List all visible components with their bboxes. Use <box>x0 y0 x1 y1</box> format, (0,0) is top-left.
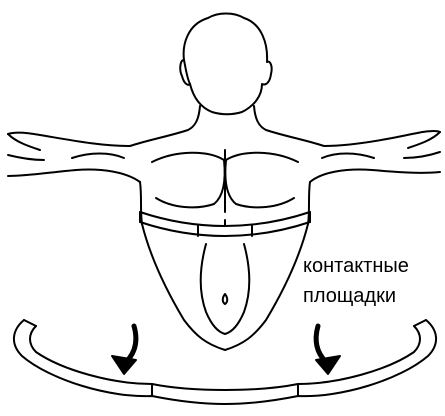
label-line-1: контактные <box>303 254 445 278</box>
contact-pads-label: контактные площадки <box>303 254 445 314</box>
abdomen <box>142 224 308 350</box>
neck <box>188 106 266 130</box>
down-arrow-icon <box>316 326 340 374</box>
label-line-2: площадки <box>303 284 445 308</box>
loose-chest-strap <box>14 320 436 404</box>
down-arrow-icon <box>112 326 136 374</box>
head <box>180 14 271 115</box>
upper-body <box>8 130 440 224</box>
worn-chest-strap <box>140 212 310 236</box>
